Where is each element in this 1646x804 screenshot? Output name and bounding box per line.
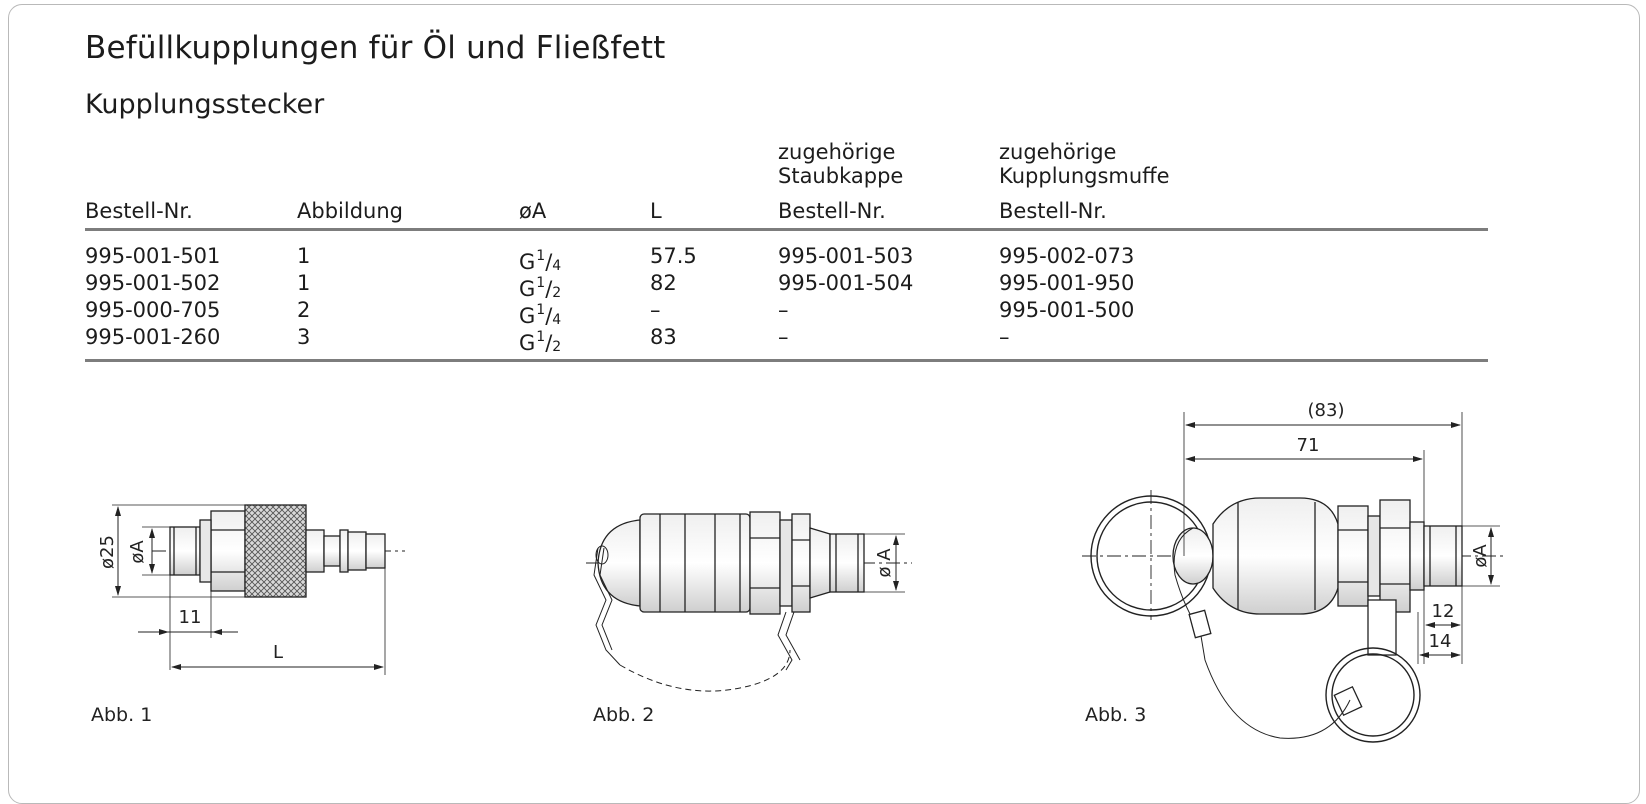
cell-length: 82 xyxy=(650,271,677,295)
fig3-dim-71: 71 xyxy=(1297,435,1320,456)
cell-length: 83 xyxy=(650,325,677,349)
figure-1-drawing xyxy=(112,504,405,675)
cell-order-no: 995-000-705 xyxy=(85,298,221,322)
figure-3-drawing xyxy=(1082,412,1505,743)
fig3-dim-12: 12 xyxy=(1432,601,1455,622)
header-cap-top2: Staubkappe xyxy=(778,164,904,188)
cell-cap: 995-001-504 xyxy=(778,271,914,295)
cell-figure: 2 xyxy=(297,298,311,322)
header-order-no: Bestell-Nr. xyxy=(85,199,193,223)
cell-sleeve: 995-001-500 xyxy=(999,298,1135,322)
cell-sleeve: 995-002-073 xyxy=(999,244,1135,268)
cell-order-no: 995-001-502 xyxy=(85,271,221,295)
fig1-dim-l: L xyxy=(273,642,283,663)
page-subtitle: Kupplungsstecker xyxy=(85,89,325,120)
cell-cap: – xyxy=(778,325,789,349)
cell-thread: G1/2 xyxy=(519,329,562,355)
header-cap-top1: zugehörige xyxy=(778,140,896,164)
cell-cap: – xyxy=(778,298,789,322)
cell-order-no: 995-001-260 xyxy=(85,325,221,349)
cell-thread: G1/2 xyxy=(519,275,562,301)
cell-figure: 1 xyxy=(297,244,311,268)
cell-sleeve: – xyxy=(999,325,1010,349)
header-sleeve: Bestell-Nr. xyxy=(999,199,1107,223)
cell-length: – xyxy=(650,298,661,322)
fig1-dim-da: øA xyxy=(127,540,148,564)
header-figure: Abbildung xyxy=(297,199,403,223)
header-rule xyxy=(85,228,1488,231)
cell-cap: 995-001-503 xyxy=(778,244,914,268)
fig3-dim-da: øA xyxy=(1470,544,1491,568)
cell-length: 57.5 xyxy=(650,244,697,268)
cell-sleeve: 995-001-950 xyxy=(999,271,1135,295)
figure-2-caption: Abb. 2 xyxy=(593,704,655,726)
cell-thread: G1/4 xyxy=(519,248,562,274)
fig1-dim-11: 11 xyxy=(179,607,202,628)
header-diameter: øA xyxy=(519,199,547,223)
figure-1-caption: Abb. 1 xyxy=(91,704,153,726)
header-sleeve-top1: zugehörige xyxy=(999,140,1117,164)
fig3-dim-83: (83) xyxy=(1308,400,1345,421)
header-length: L xyxy=(650,199,662,223)
cell-thread: G1/4 xyxy=(519,302,562,328)
cell-order-no: 995-001-501 xyxy=(85,244,221,268)
header-cap: Bestell-Nr. xyxy=(778,199,886,223)
cell-figure: 3 xyxy=(297,325,311,349)
figure-2-drawing xyxy=(586,511,912,692)
fig3-dim-14: 14 xyxy=(1429,631,1452,652)
figure-3-caption: Abb. 3 xyxy=(1085,704,1147,726)
page-title: Befüllkupplungen für Öl und Fließfett xyxy=(85,30,666,66)
header-sleeve-top2: Kupplungsmuffe xyxy=(999,164,1170,188)
fig2-dim-da: ø A xyxy=(874,548,895,578)
fig1-dim-d25: ø25 xyxy=(97,535,118,569)
footer-rule xyxy=(85,359,1488,362)
cell-figure: 1 xyxy=(297,271,311,295)
